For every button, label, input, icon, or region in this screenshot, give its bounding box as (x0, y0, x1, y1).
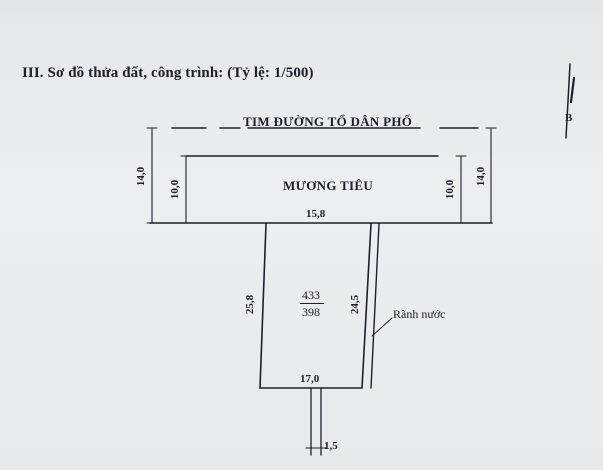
top-width-dimension: 15,8 (306, 208, 326, 220)
right-outer-dimension: 14,0 (475, 166, 488, 187)
channel-label: MƯƠNG TIÊU (283, 178, 374, 193)
right-inner-dimension: 10,0 (444, 179, 457, 200)
section-heading: III. Sơ đồ thửa đất, công trình: (Tỷ lệ:… (22, 65, 314, 81)
drain-leader (371, 317, 393, 337)
left-outer-dimension: 14,0 (135, 166, 148, 187)
path-width-dimension: 1,5 (324, 440, 338, 452)
access-path (310, 387, 322, 456)
drain-label: Rãnh nước (393, 307, 446, 321)
north-arrow (565, 63, 571, 139)
fraction-bar (300, 303, 324, 304)
right-side-dimension: 24,5 (349, 294, 362, 315)
north-label: B (565, 112, 573, 124)
left-inner-dimension: 10,0 (169, 179, 182, 200)
area-top-value: 433 (302, 288, 320, 302)
area-bottom-value: 398 (302, 305, 320, 319)
bottom-width-dimension: 17,0 (300, 373, 320, 385)
road-label: TIM ĐƯỜNG TỔ DÂN PHỐ (243, 114, 413, 129)
left-side-dimension: 25,8 (244, 294, 257, 315)
drain-line (370, 223, 380, 389)
